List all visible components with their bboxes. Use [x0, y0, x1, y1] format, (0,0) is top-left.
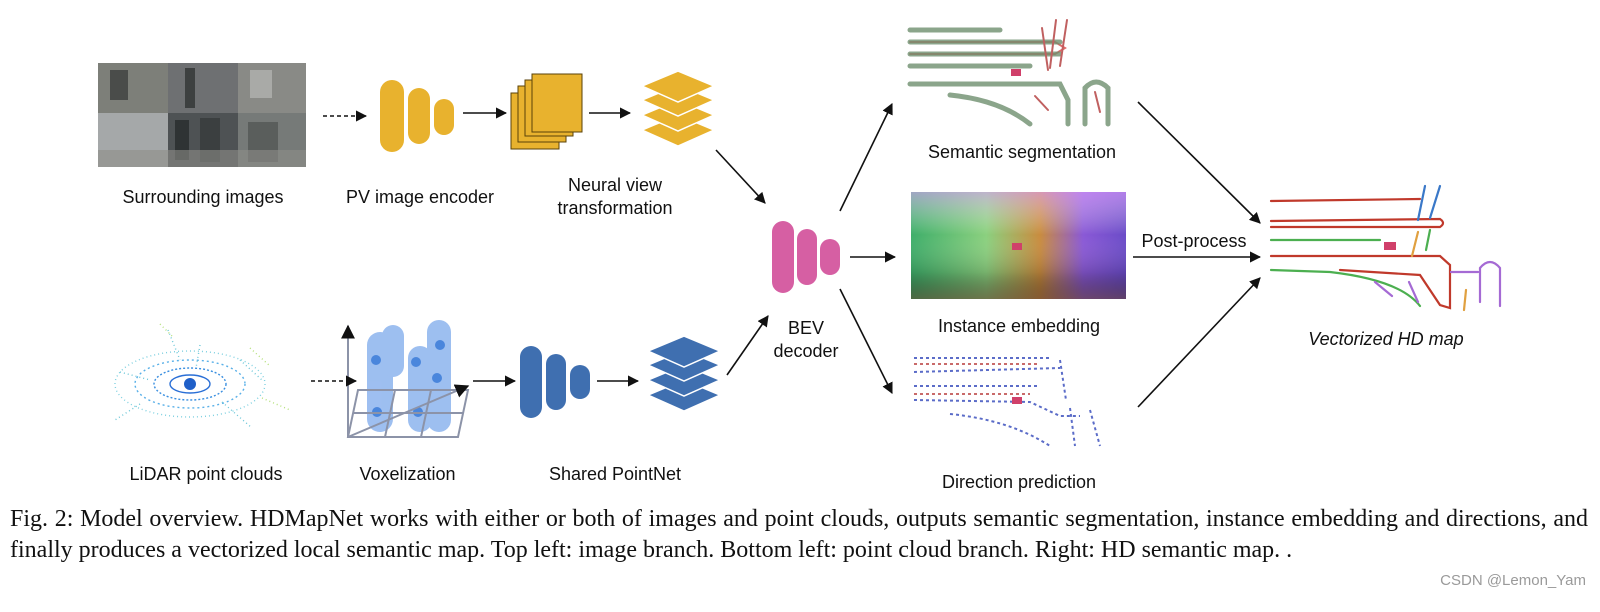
arrow-semantic-to-map — [1137, 101, 1261, 224]
arrow-decoder-to-semantic — [839, 102, 893, 212]
shared-pointnet-icon — [520, 346, 590, 418]
voxelization-icon — [341, 320, 470, 438]
pv-image-encoder-icon — [380, 80, 454, 152]
direction-prediction-map — [913, 357, 1101, 447]
bev-decoder-icon — [772, 221, 840, 293]
lidar-bev-layers-icon — [646, 335, 722, 412]
arrow-lidar-bev-to-decoder — [726, 315, 769, 376]
direction-prediction-label: Direction prediction — [941, 472, 1097, 492]
instance-embedding-label: Instance embedding — [937, 316, 1101, 336]
lidar-point-cloud-thumbnail — [114, 323, 291, 429]
semantic-segmentation-map — [907, 19, 1111, 127]
post-process-label: Post-process — [1141, 231, 1247, 251]
surrounding-images-label: Surrounding images — [122, 187, 284, 207]
shared-pointnet-label: Shared PointNet — [548, 464, 682, 484]
bev-decoder-label: BEV decoder — [773, 318, 839, 361]
image-bev-layers-icon — [640, 70, 716, 147]
instance-embedding-map — [911, 192, 1126, 299]
arrow-image-bev-to-decoder — [715, 149, 766, 204]
vectorized-hd-map — [1269, 184, 1502, 312]
voxelization-label: Voxelization — [359, 464, 456, 484]
watermark: CSDN @Lemon_Yam — [1440, 572, 1586, 589]
arrow-direction-to-map — [1137, 277, 1261, 408]
model-overview-figure: Surrounding images PV image encoder Neur… — [98, 19, 1502, 492]
figure-caption: Fig. 2: Model overview. HDMapNet works w… — [10, 506, 1588, 563]
pv-image-encoder-label: PV image encoder — [345, 187, 495, 207]
arrow-decoder-to-direction — [839, 288, 893, 395]
flow-arrows — [311, 101, 1262, 408]
semantic-segmentation-label: Semantic segmentation — [927, 142, 1117, 162]
diagram-canvas — [98, 19, 1502, 447]
vectorized-hd-map-label: Vectorized HD map — [1308, 329, 1464, 349]
surrounding-images-thumbnail — [98, 63, 306, 167]
feature-maps-stack-icon — [510, 73, 583, 150]
lidar-point-clouds-label: LiDAR point clouds — [129, 464, 283, 484]
neural-view-transformation-label: Neural view transformation — [557, 175, 673, 218]
